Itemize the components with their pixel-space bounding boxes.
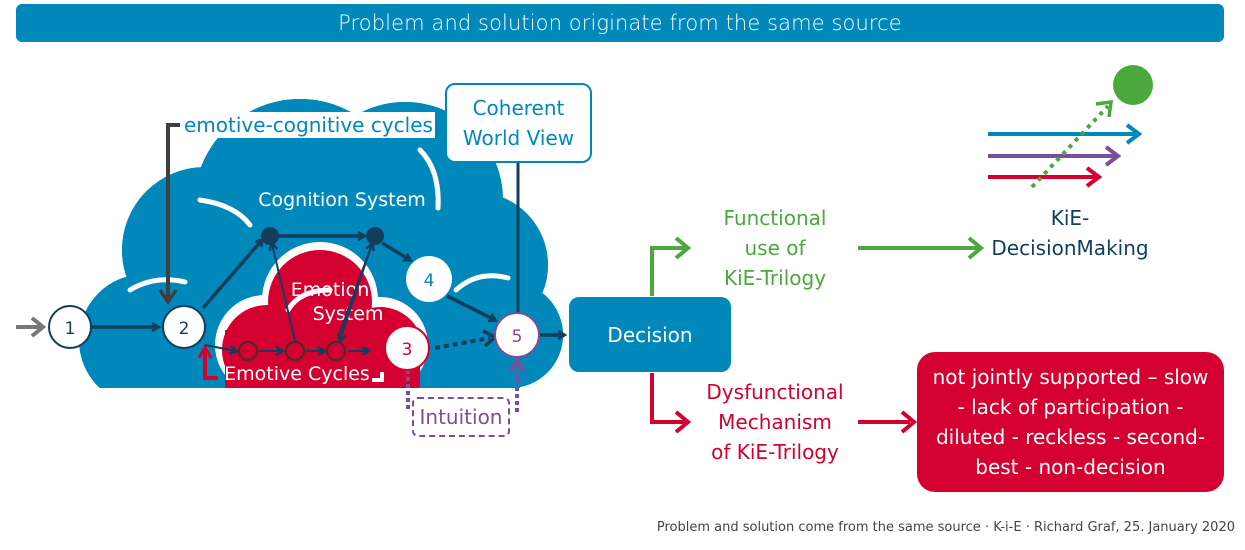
- decision-text: Decision: [607, 322, 693, 347]
- outcome-line-3: diluted - reckless - second-: [935, 425, 1206, 449]
- banner-title: Problem and solution originate from the …: [338, 11, 902, 35]
- cycles-arrowhead: [158, 289, 178, 306]
- emotive-node-b: [285, 341, 305, 361]
- node-3: 3: [384, 325, 430, 371]
- outcome-line-2: - lack of participation -: [957, 395, 1184, 419]
- functional-label: Functional use of KiE-Trilogy: [700, 202, 850, 294]
- emotive-cognitive-cycles-label: emotive-cognitive cycles: [182, 112, 435, 138]
- cwv-line-2: World View: [462, 126, 575, 150]
- dysfunctional-line-3: of KiE-Trilogy: [711, 440, 839, 464]
- svg-text:2: 2: [179, 319, 190, 339]
- emotive-cycles-label: Emotive Cycles: [224, 363, 370, 385]
- outcome-line-4: best - non-decision: [975, 455, 1166, 479]
- functional-branch: [650, 246, 685, 296]
- ecc-text: emotive-cognitive cycles: [184, 113, 433, 137]
- dysfunctional-line-1: Dysfunctional: [706, 380, 844, 404]
- kie-decision-icon: [988, 65, 1153, 189]
- svg-text:4: 4: [424, 271, 435, 291]
- emotion-system-label-1: Emotion: [291, 279, 370, 301]
- cycles-connector: [166, 123, 180, 300]
- kie-line-1: KiE-: [1050, 206, 1090, 230]
- cwv-line-1: Coherent: [472, 96, 565, 120]
- node-5: 5: [494, 312, 540, 358]
- dysfunctional-line-2: Mechanism: [718, 410, 832, 434]
- svg-text:1: 1: [65, 319, 76, 339]
- kie-decision-label: KiE- DecisionMaking: [970, 202, 1170, 264]
- functional-line-1: Functional: [723, 206, 827, 230]
- svg-text:5: 5: [512, 327, 523, 347]
- emotive-node-c: [326, 341, 346, 361]
- title-banner: Problem and solution originate from the …: [16, 4, 1224, 42]
- cognition-node-a: [261, 227, 279, 245]
- flow-arrows: [91, 236, 564, 335]
- node-2: 2: [162, 305, 206, 349]
- intuition-box: Intuition: [412, 397, 510, 437]
- cognition-node-b: [366, 227, 384, 245]
- functional-line-3: KiE-Trilogy: [723, 266, 827, 290]
- emotive-node-a: [238, 341, 258, 361]
- dysfunction-outcomes-box: not jointly supported – slow - lack of p…: [917, 352, 1224, 492]
- cognition-system-label: Cognition System: [258, 189, 426, 211]
- dysfunctional-branch: [650, 373, 685, 424]
- intuition-text: Intuition: [419, 405, 503, 429]
- decision-box: Decision: [569, 297, 731, 372]
- node-4: 4: [406, 256, 452, 302]
- kie-line-2: DecisionMaking: [991, 236, 1149, 260]
- node-1: 1: [48, 305, 92, 349]
- svg-text:3: 3: [402, 340, 413, 360]
- footer-caption: Problem and solution come from the same …: [656, 520, 1235, 535]
- functional-line-2: use of: [744, 236, 806, 260]
- intuition-shortcut: [434, 336, 491, 350]
- outcome-line-1: not jointly supported – slow: [932, 365, 1209, 389]
